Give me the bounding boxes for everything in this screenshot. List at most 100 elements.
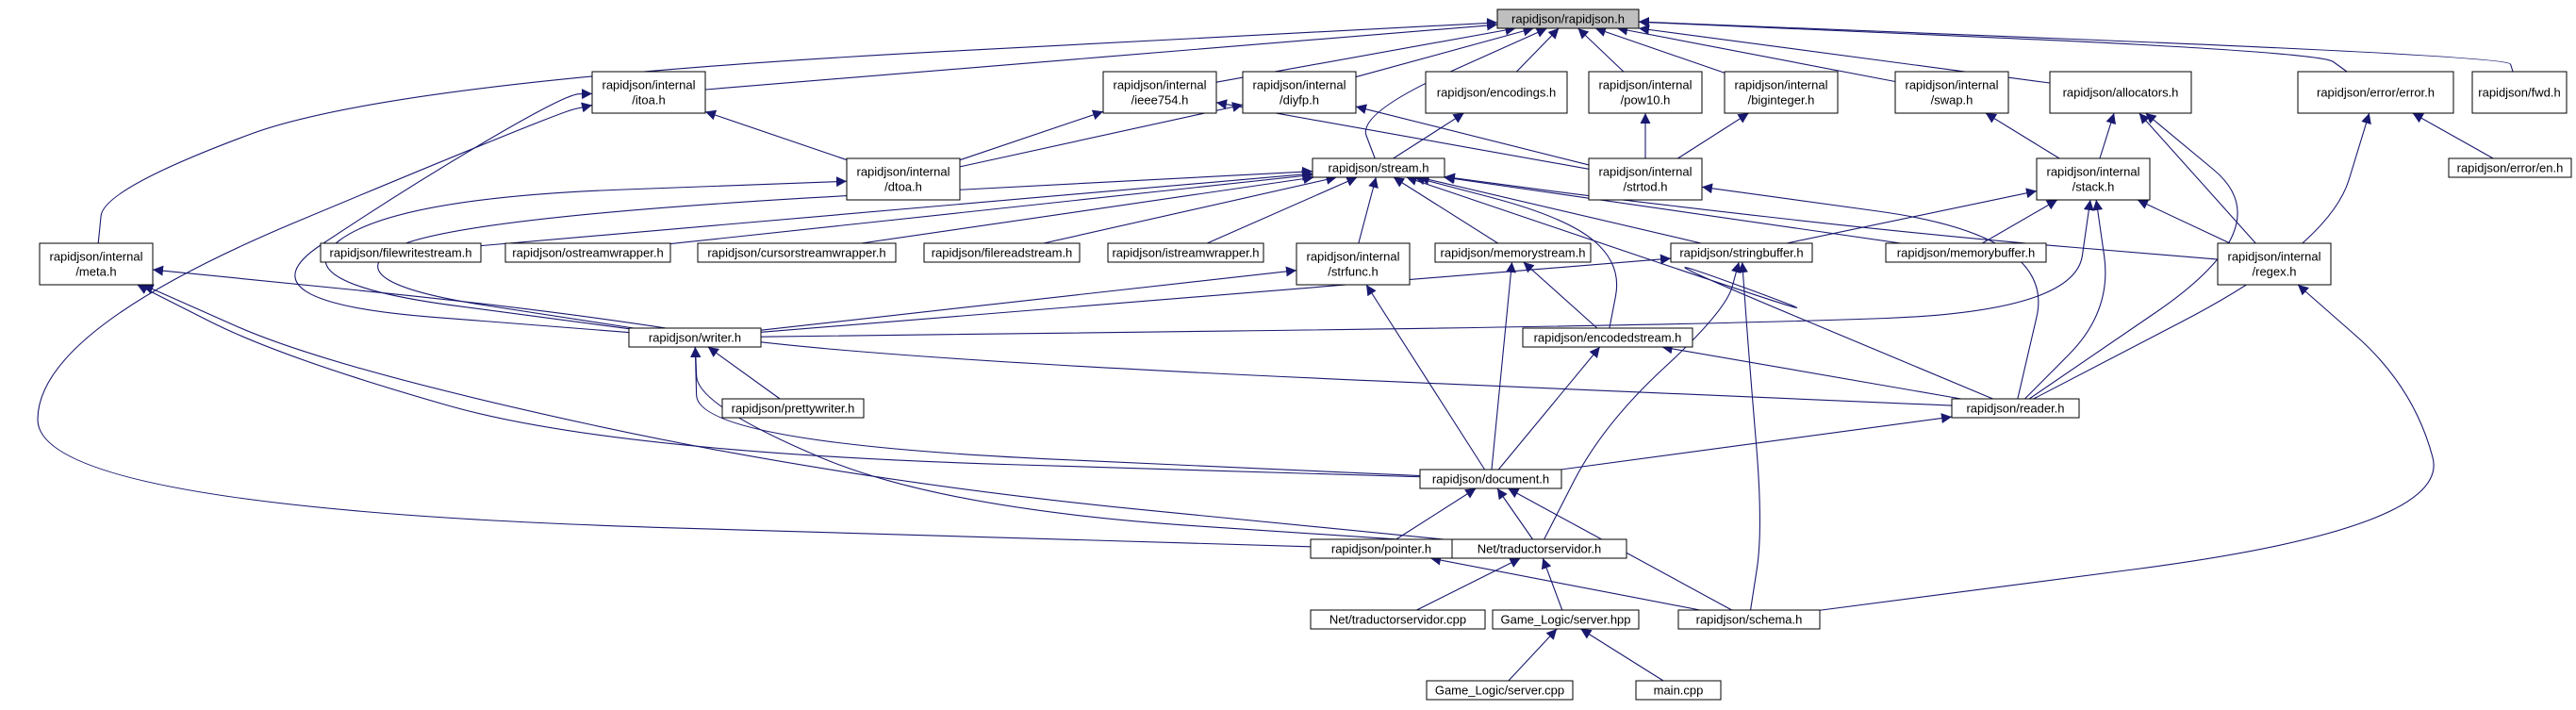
node-box [320,242,482,263]
edge-error_en-to-error_error [2412,112,2494,159]
edge-document-to-writer [690,346,1421,477]
node-schema[interactable]: rapidjson/schema.h [1677,609,1821,630]
node-traductorservidor-h[interactable]: Net/traductorservidor.h [1451,538,1627,559]
node-document[interactable]: rapidjson/document.h [1419,469,1562,489]
node-rapidjson-h[interactable]: rapidjson/rapidjson.h [1496,8,1640,29]
node-label-line: rapidjson/internal [2227,250,2320,264]
node-label-line: /biginteger.h [1748,93,1815,107]
node-label-line: /itoa.h [632,93,665,107]
edge-writer-to-internal_dtoa [324,176,848,330]
node-cursorstreamwrapper[interactable]: rapidjson/cursorstreamwrapper.h [697,242,897,263]
node-internal-biginteger[interactable]: rapidjson/internal/biginteger.h [1724,71,1839,114]
node-pointer[interactable]: rapidjson/pointer.h [1310,538,1453,559]
node-box [1677,609,1821,630]
edge-traductorservidor_h-to-writer [690,346,1453,544]
edge-internal_strfunc-to-stream [1358,176,1379,244]
node-internal-itoa[interactable]: rapidjson/internal/itoa.h [591,71,706,114]
node-istreamwrapper[interactable]: rapidjson/istreamwrapper.h [1107,242,1264,263]
node-box [1724,71,1839,114]
node-label-line: rapidjson/internal [602,78,695,92]
node-label-line: Net/traductorservidor.cpp [1329,613,1466,627]
node-box [1419,469,1562,489]
edge-internal_dtoa-to-internal_itoa [704,109,848,161]
node-label-line: /regex.h [2253,265,2297,279]
node-internal-regex[interactable]: rapidjson/internal/regex.h [2217,242,2332,286]
node-error-en[interactable]: rapidjson/error/en.h [2448,157,2572,178]
node-label-line: rapidjson/memorystream.h [1441,246,1586,260]
node-box [2448,157,2572,178]
edge-internal_itoa-to-rapidjson_h [704,20,1498,91]
edge-internal_strtod-to-internal_diyfp [1355,104,1590,166]
node-ostreamwrapper[interactable]: rapidjson/ostreamwrapper.h [504,242,671,263]
node-filereadstream[interactable]: rapidjson/filereadstream.h [923,242,1081,263]
node-server-cpp[interactable]: Game_Logic/server.cpp [1426,680,1574,701]
edge-filewritestream-to-stream [480,169,1313,247]
node-stringbuffer[interactable]: rapidjson/stringbuffer.h [1670,242,1813,263]
edge-traductorservidor_h-to-stringbuffer [1544,261,1742,540]
edge-encodedstream-to-memorystream [1523,261,1598,329]
node-memorybuffer[interactable]: rapidjson/memorybuffer.h [1885,242,2047,263]
node-label-line: Game_Logic/server.hpp [1500,613,1630,627]
edge-internal_pow10-to-rapidjson_h [1577,27,1625,73]
node-internal-dtoa[interactable]: rapidjson/internal/dtoa.h [846,157,961,201]
node-label-line: rapidjson/writer.h [649,331,741,345]
node-filewritestream[interactable]: rapidjson/filewritestream.h [320,242,482,263]
edge-document-to-internal_meta [137,284,1421,478]
node-label-line: rapidjson/internal [1306,250,1399,264]
node-prettywriter[interactable]: rapidjson/prettywriter.h [721,398,865,419]
node-encodings[interactable]: rapidjson/encodings.h [1425,71,1568,114]
node-internal-stack[interactable]: rapidjson/internal/stack.h [2036,157,2151,201]
edge-stringbuffer-to-stream [1418,174,1702,244]
node-label-line: rapidjson/allocators.h [2063,86,2179,100]
node-stream[interactable]: rapidjson/stream.h [1312,157,1445,178]
node-writer[interactable]: rapidjson/writer.h [628,327,762,348]
edge-pointer-to-internal_itoa [37,102,1312,548]
edge-document-to-internal_strfunc [1365,284,1486,471]
edge-internal_strtod-to-internal_biginteger [1677,112,1749,159]
node-box [1425,71,1568,114]
node-allocators[interactable]: rapidjson/allocators.h [2049,71,2192,114]
node-label-line: rapidjson/rapidjson.h [1511,12,1625,26]
node-traductorservidor-cpp[interactable]: Net/traductorservidor.cpp [1310,609,1486,630]
node-box [2036,157,2151,201]
node-server-hpp[interactable]: Game_Logic/server.hpp [1492,609,1640,630]
node-main-cpp[interactable]: main.cpp [1635,680,1722,701]
edge-memorybuffer-to-stream [1444,173,1901,244]
node-memorystream[interactable]: rapidjson/memorystream.h [1434,242,1592,263]
node-label-line: rapidjson/encodedstream.h [1534,331,1682,345]
edge-filereadstream-to-stream [1043,174,1337,244]
edge-reader-to-allocators [2028,112,2238,400]
edge-internal_swap-to-rapidjson_h [1617,25,1896,83]
node-internal-ieee754[interactable]: rapidjson/internal/ieee754.h [1102,71,1217,114]
node-internal-diyfp[interactable]: rapidjson/internal/diyfp.h [1242,71,1357,114]
node-label-line: rapidjson/stringbuffer.h [1679,246,1803,260]
edge-internal_regex-to-internal_stack [2137,199,2231,244]
edge-traductorservidor_h-to-document [1496,487,1533,540]
node-label-line: rapidjson/internal [1113,78,1206,92]
node-label-line: /diyfp.h [1280,93,1319,107]
node-label-line: rapidjson/internal [49,250,142,264]
node-label-line: rapidjson/memorybuffer.h [1897,246,2035,260]
node-internal-strfunc[interactable]: rapidjson/internal/strfunc.h [1296,242,1411,286]
edge-writer-to-stringbuffer [760,254,1672,333]
node-box [1310,609,1486,630]
edge-stream-to-encodings [1393,112,1464,159]
edge-traductorservidor_cpp-to-traductorservidor_h [1416,557,1521,611]
node-box [504,242,671,263]
node-internal-pow10[interactable]: rapidjson/internal/pow10.h [1588,71,1703,114]
node-label-line: rapidjson/stream.h [1329,161,1429,175]
node-internal-strtod[interactable]: rapidjson/internal/strtod.h [1588,157,1703,201]
node-label-line: /pow10.h [1621,93,1671,107]
node-reader[interactable]: rapidjson/reader.h [1951,398,2080,419]
node-error-error[interactable]: rapidjson/error/error.h [2297,71,2454,114]
node-fwd[interactable]: rapidjson/fwd.h [2471,71,2568,114]
node-label-line: /strtod.h [1624,180,1668,194]
edge-reader-to-internal_strtod [1701,183,2039,400]
node-box [1670,242,1813,263]
node-label-line: main.cpp [1654,684,1704,698]
node-encodedstream[interactable]: rapidjson/encodedstream.h [1522,327,1693,348]
node-internal-swap[interactable]: rapidjson/internal/swap.h [1894,71,2009,114]
edge-memorybuffer-to-internal_stack [1982,199,2058,244]
node-internal-meta[interactable]: rapidjson/internal/meta.h [39,242,154,286]
